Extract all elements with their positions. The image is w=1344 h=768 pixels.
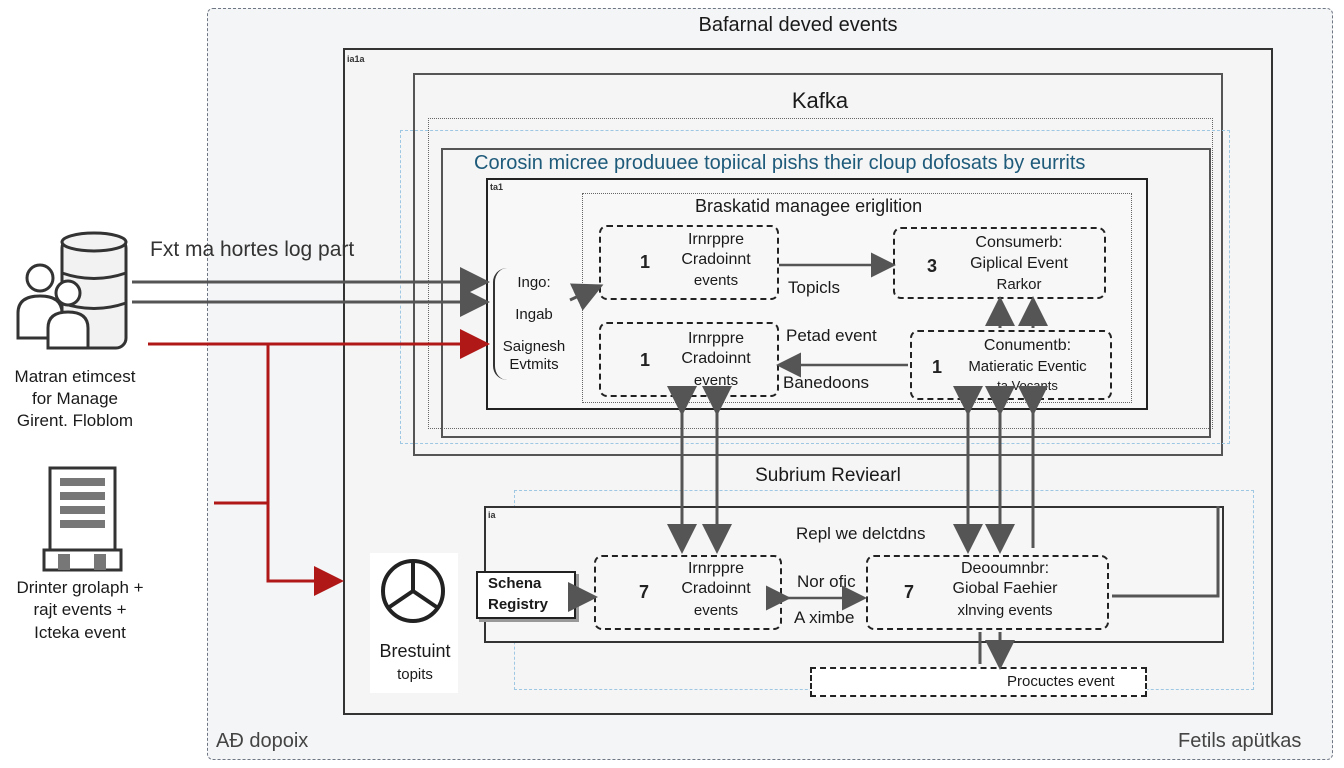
consumer-b-line-2: Matieratic Eventic bbox=[968, 358, 1087, 375]
producer-c-number: 7 bbox=[639, 582, 650, 602]
producer-a-number: 1 bbox=[640, 252, 651, 272]
consumer-c-line-2: Giobal Faehier bbox=[952, 580, 1058, 597]
schema-registry-box[interactable] bbox=[476, 571, 576, 619]
building-icon bbox=[40, 464, 125, 574]
baned-label: Banedoons bbox=[783, 373, 870, 392]
user-database-icon bbox=[10, 228, 130, 358]
kafka-title: Kafka bbox=[791, 88, 849, 113]
kafka-subtitle: Corosin micree produuee topiical pishs t… bbox=[474, 152, 1086, 174]
stack-to-producer bbox=[569, 283, 604, 311]
inputs-label: Fxt ma hortes log part bbox=[150, 238, 355, 261]
consumer-a-line-2: Giplical Event bbox=[970, 255, 1068, 272]
kafka-blue-frame bbox=[400, 130, 1230, 444]
amb-label: A ximbe bbox=[794, 608, 855, 627]
producer-c-line-1: Irnrppre bbox=[687, 560, 745, 577]
subtitle-frame bbox=[441, 148, 1211, 438]
produces-event-label: Procuctes event bbox=[1007, 673, 1115, 690]
source2-line-1: Drinter grolaph + bbox=[16, 578, 144, 597]
producer-b-line-2: Cradoinnt bbox=[681, 350, 751, 367]
source1-line-1: Matran etimcest bbox=[14, 367, 136, 386]
consumer-box-c[interactable] bbox=[866, 555, 1109, 630]
consumer-a-line-3: Rarkor bbox=[996, 276, 1042, 293]
red-arrow-down bbox=[266, 344, 344, 596]
schema-line-2: Registry bbox=[488, 596, 549, 613]
consumer-a-number: 3 bbox=[927, 256, 938, 276]
producer-c-line-2: Cradoinnt bbox=[681, 580, 751, 597]
subrium-title: Subrium Reviearl bbox=[755, 465, 901, 486]
left-stack-line-4: Evtmits bbox=[509, 356, 559, 373]
brestuint-line-1: Brestuint bbox=[379, 641, 451, 661]
topics-label: Topicls bbox=[788, 278, 840, 297]
consumer-b-line-1: Conumentb: bbox=[983, 337, 1072, 354]
source1-line-3: Girent. Floblom bbox=[16, 411, 134, 430]
consumer-b-number: 1 bbox=[932, 357, 943, 377]
outer-bottom-right: Fetils apütkas bbox=[1178, 730, 1302, 752]
source1-line-2: for Manage bbox=[32, 389, 118, 408]
producer-b-line-3: events bbox=[693, 372, 739, 389]
outer-bottom-left: AÐ dopoix bbox=[216, 730, 309, 752]
source2-line-3: Icteka event bbox=[34, 623, 126, 642]
consumer-box-a[interactable] bbox=[893, 227, 1106, 299]
outer-title: Bafarnal deved events bbox=[698, 14, 898, 36]
broker-title: Braskatid manageе eriglition bbox=[695, 196, 923, 216]
frame-tag: ia1a bbox=[347, 54, 365, 64]
left-stack-line-2: Ingab bbox=[515, 306, 553, 323]
brestuint-line-2: topits bbox=[397, 666, 433, 683]
producer-c-line-3: events bbox=[693, 602, 739, 619]
producer-a-line-1: Irnrppre bbox=[687, 231, 745, 248]
left-stack bbox=[493, 268, 577, 380]
kafka-frame bbox=[413, 73, 1223, 456]
bottom-tag: ia bbox=[488, 510, 496, 520]
right-loop bbox=[1112, 506, 1220, 598]
produces-event-box[interactable] bbox=[810, 667, 1147, 697]
left-stack-line-1: Ingo: bbox=[517, 274, 551, 291]
producer-a-line-3: events bbox=[693, 272, 739, 289]
peace-sign-icon bbox=[378, 556, 448, 626]
consumer-c-line-1: Deooumnbr: bbox=[960, 560, 1050, 577]
consumer-c-number: 7 bbox=[904, 582, 915, 602]
producer-b-line-1: Irnrppre bbox=[687, 330, 745, 347]
petad-label: Petad event bbox=[786, 326, 877, 345]
consumer-a-line-1: Consumerb: bbox=[975, 234, 1063, 251]
producer-b-number: 1 bbox=[640, 350, 651, 370]
left-stack-line-3: Saignesh bbox=[502, 338, 566, 355]
repl-title: Repl we delctdns bbox=[796, 524, 926, 543]
producer-a-line-2: Cradoinnt bbox=[681, 251, 751, 268]
consumer-c-line-3: xlnving events bbox=[957, 602, 1053, 619]
schema-line-1: Schena bbox=[488, 575, 542, 592]
source2-line-2: rajt events + bbox=[33, 600, 127, 619]
producer-box-a[interactable] bbox=[599, 225, 779, 300]
broker-tag: ta1 bbox=[490, 182, 504, 192]
kafka-inner-frame bbox=[428, 118, 1213, 429]
